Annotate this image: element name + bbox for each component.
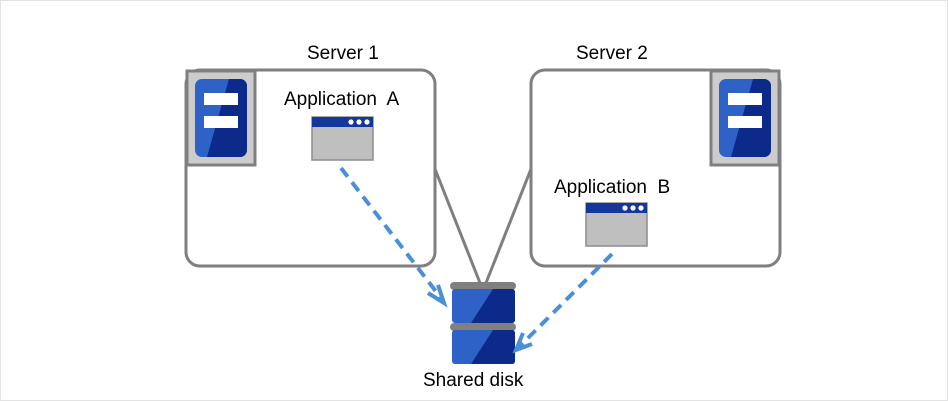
server-icon-1-bar-top — [204, 93, 238, 105]
server-icon-1 — [185, 69, 257, 167]
server-2-label: Server 2 — [576, 43, 648, 64]
server-icon-2 — [709, 69, 781, 167]
server1-to-disk-link — [433, 168, 484, 289]
server-2-box — [529, 68, 782, 268]
app-a-to-disk-arrow-line — [339, 166, 443, 300]
app-a-to-disk-arrow-head — [426, 284, 448, 308]
server2-to-disk-link — [482, 168, 533, 289]
app-b-window-titlebar — [586, 203, 647, 213]
app-a-window-titlebar — [312, 117, 373, 127]
app-b-to-disk-arrow-head — [512, 332, 533, 354]
shared-disk-platter-top-dark — [471, 289, 515, 323]
application-a-window-icon — [311, 116, 374, 161]
app-b-window-dot-1 — [622, 205, 628, 211]
app-a-window-dot-3 — [364, 119, 370, 125]
shared-disk-icon — [450, 282, 516, 364]
server-1-label: Server 1 — [307, 43, 379, 64]
shared-disk-platter-bottom-dark — [471, 330, 515, 364]
shared-disk-bar-bottom — [450, 323, 516, 331]
application-b-window-icon — [585, 202, 648, 247]
app-a-to-disk-arrow — [339, 166, 448, 308]
application-b-label: Application B — [554, 177, 671, 198]
shared-disk-bar-top — [450, 282, 516, 290]
app-b-window-dot-3 — [638, 205, 644, 211]
server-2-box-outline — [529, 68, 782, 268]
application-a-label: Application A — [284, 89, 400, 110]
app-a-window-dot-1 — [348, 119, 354, 125]
app-b-to-disk-arrow — [512, 252, 614, 354]
server-icon-1-bar-bottom — [204, 116, 238, 128]
shared-disk-label: Shared disk — [423, 370, 524, 391]
server-icon-2-bar-bottom — [728, 116, 762, 128]
app-a-window-dot-2 — [356, 119, 362, 125]
server-1-box-outline — [184, 68, 437, 268]
connector-lines — [433, 168, 533, 289]
app-b-window-dot-2 — [630, 205, 636, 211]
app-b-to-disk-arrow-line — [517, 252, 614, 349]
server-icon-2-bar-top — [728, 93, 762, 105]
server-1-box — [184, 68, 437, 268]
